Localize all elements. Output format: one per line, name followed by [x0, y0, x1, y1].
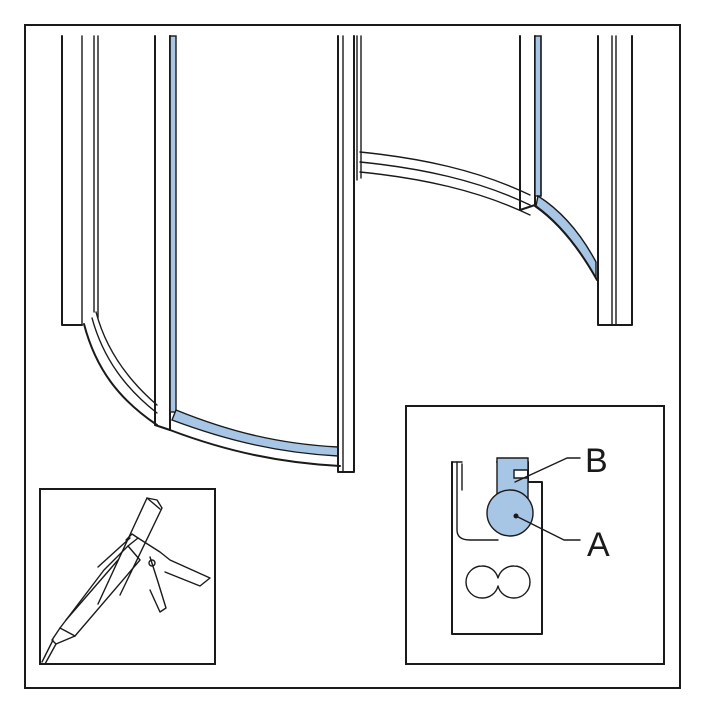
callout-a-dot — [513, 513, 519, 519]
right-wall-profile — [597, 35, 633, 326]
left-bottom-track — [83, 311, 158, 426]
caulking-gun-icon — [41, 497, 211, 665]
callout-a-leader — [515, 515, 581, 541]
callout-a-label: A — [587, 526, 610, 564]
left-door-profile — [154, 35, 177, 431]
bottom-seal-right-door — [534, 194, 598, 281]
seal-detail-inset: B A — [405, 405, 665, 665]
rear-bottom-track — [359, 151, 531, 216]
sealant-gun-inset — [39, 488, 216, 665]
left-wall-profile — [61, 35, 99, 326]
shower-enclosure — [61, 35, 633, 473]
seal-bead-a — [486, 489, 534, 537]
keyhole-cutout — [465, 565, 531, 599]
callout-b-label: B — [585, 442, 608, 480]
vertical-seal-left-door — [169, 35, 177, 413]
center-profile — [337, 35, 362, 473]
callout-b-leader — [514, 457, 581, 483]
vertical-seal-right-door — [534, 35, 542, 197]
